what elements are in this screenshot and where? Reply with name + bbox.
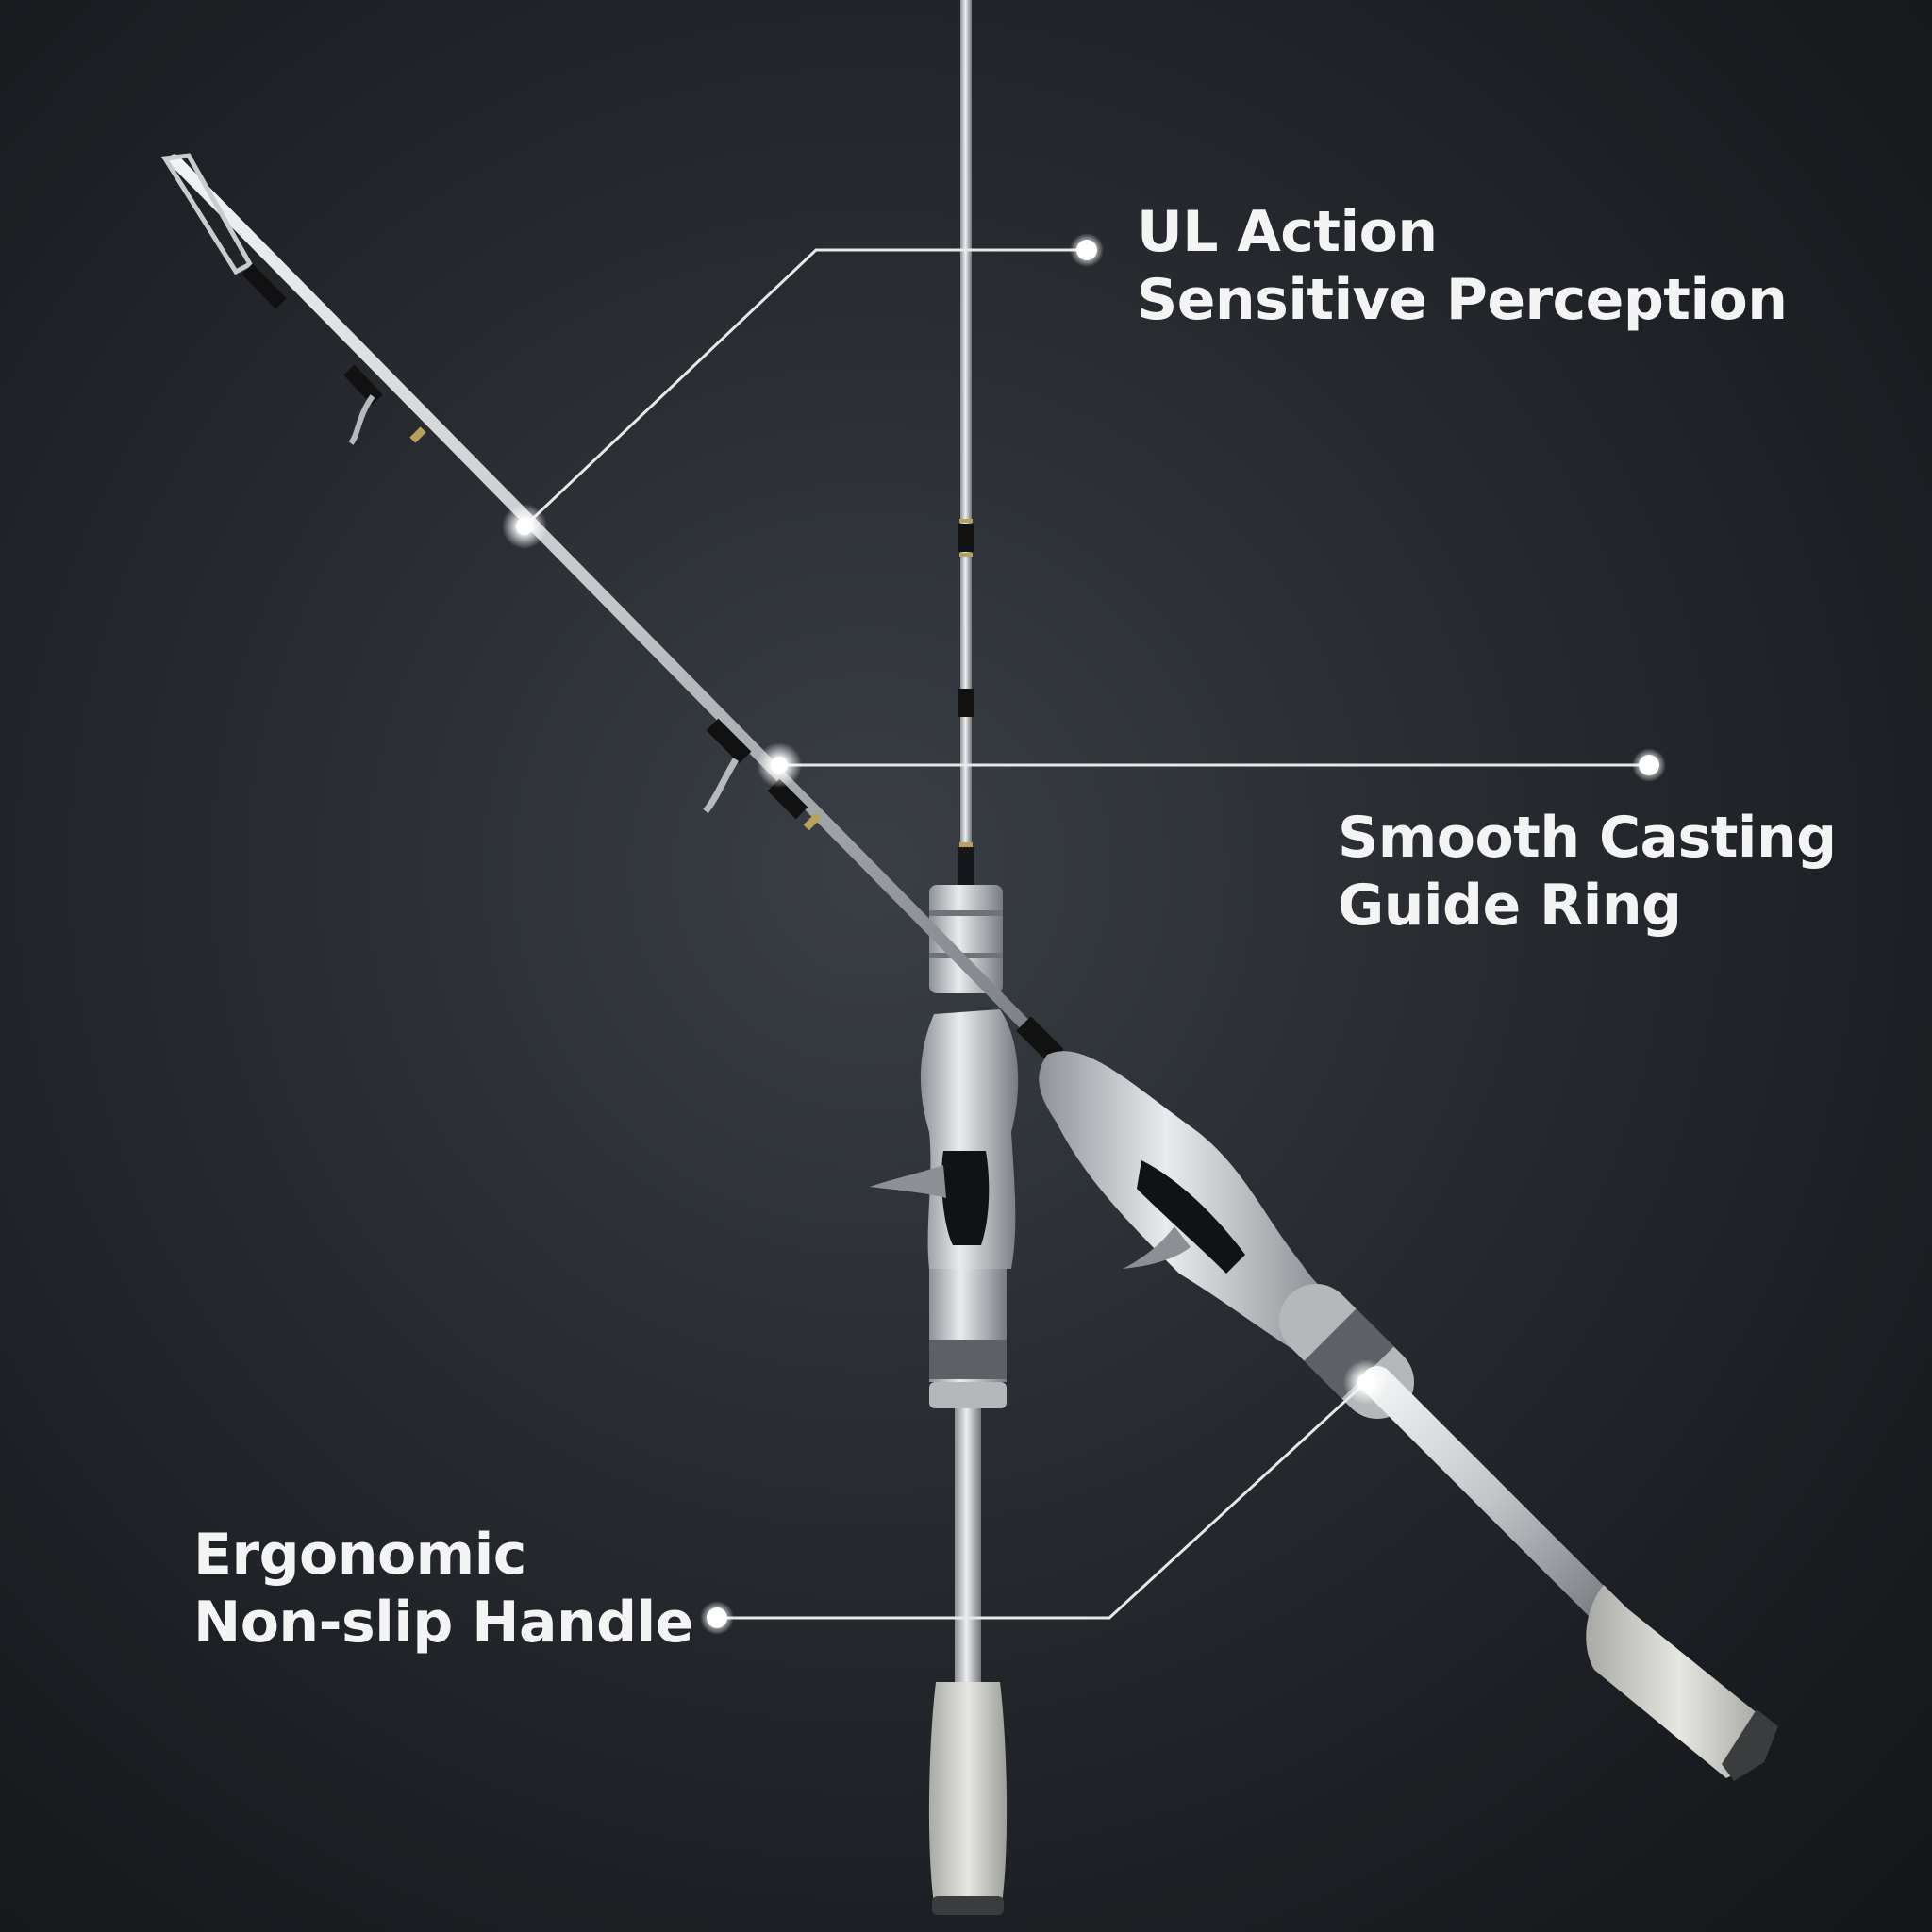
diagonal-rod (160, 153, 1778, 1781)
callout-ul-action-subtitle: Sensitive Perception (1137, 267, 1788, 333)
callout-guide-ring-title: Smooth Casting (1338, 805, 1837, 871)
callout-guide-ring-subtitle: Guide Ring (1338, 873, 1682, 939)
callout-handle: Ergonomic Non-slip Handle (193, 1521, 693, 1657)
callout-guide-ring: Smooth Casting Guide Ring (1338, 804, 1837, 940)
callout-ul-action: UL Action Sensitive Perception (1137, 198, 1788, 334)
callout-handle-subtitle: Non-slip Handle (193, 1590, 693, 1656)
callout-dots (502, 233, 1666, 1635)
callout-handle-title: Ergonomic (193, 1522, 526, 1588)
callout-ul-action-title: UL Action (1137, 199, 1438, 265)
vertical-rod (870, 0, 1019, 1915)
callout-lines (523, 248, 1649, 1620)
